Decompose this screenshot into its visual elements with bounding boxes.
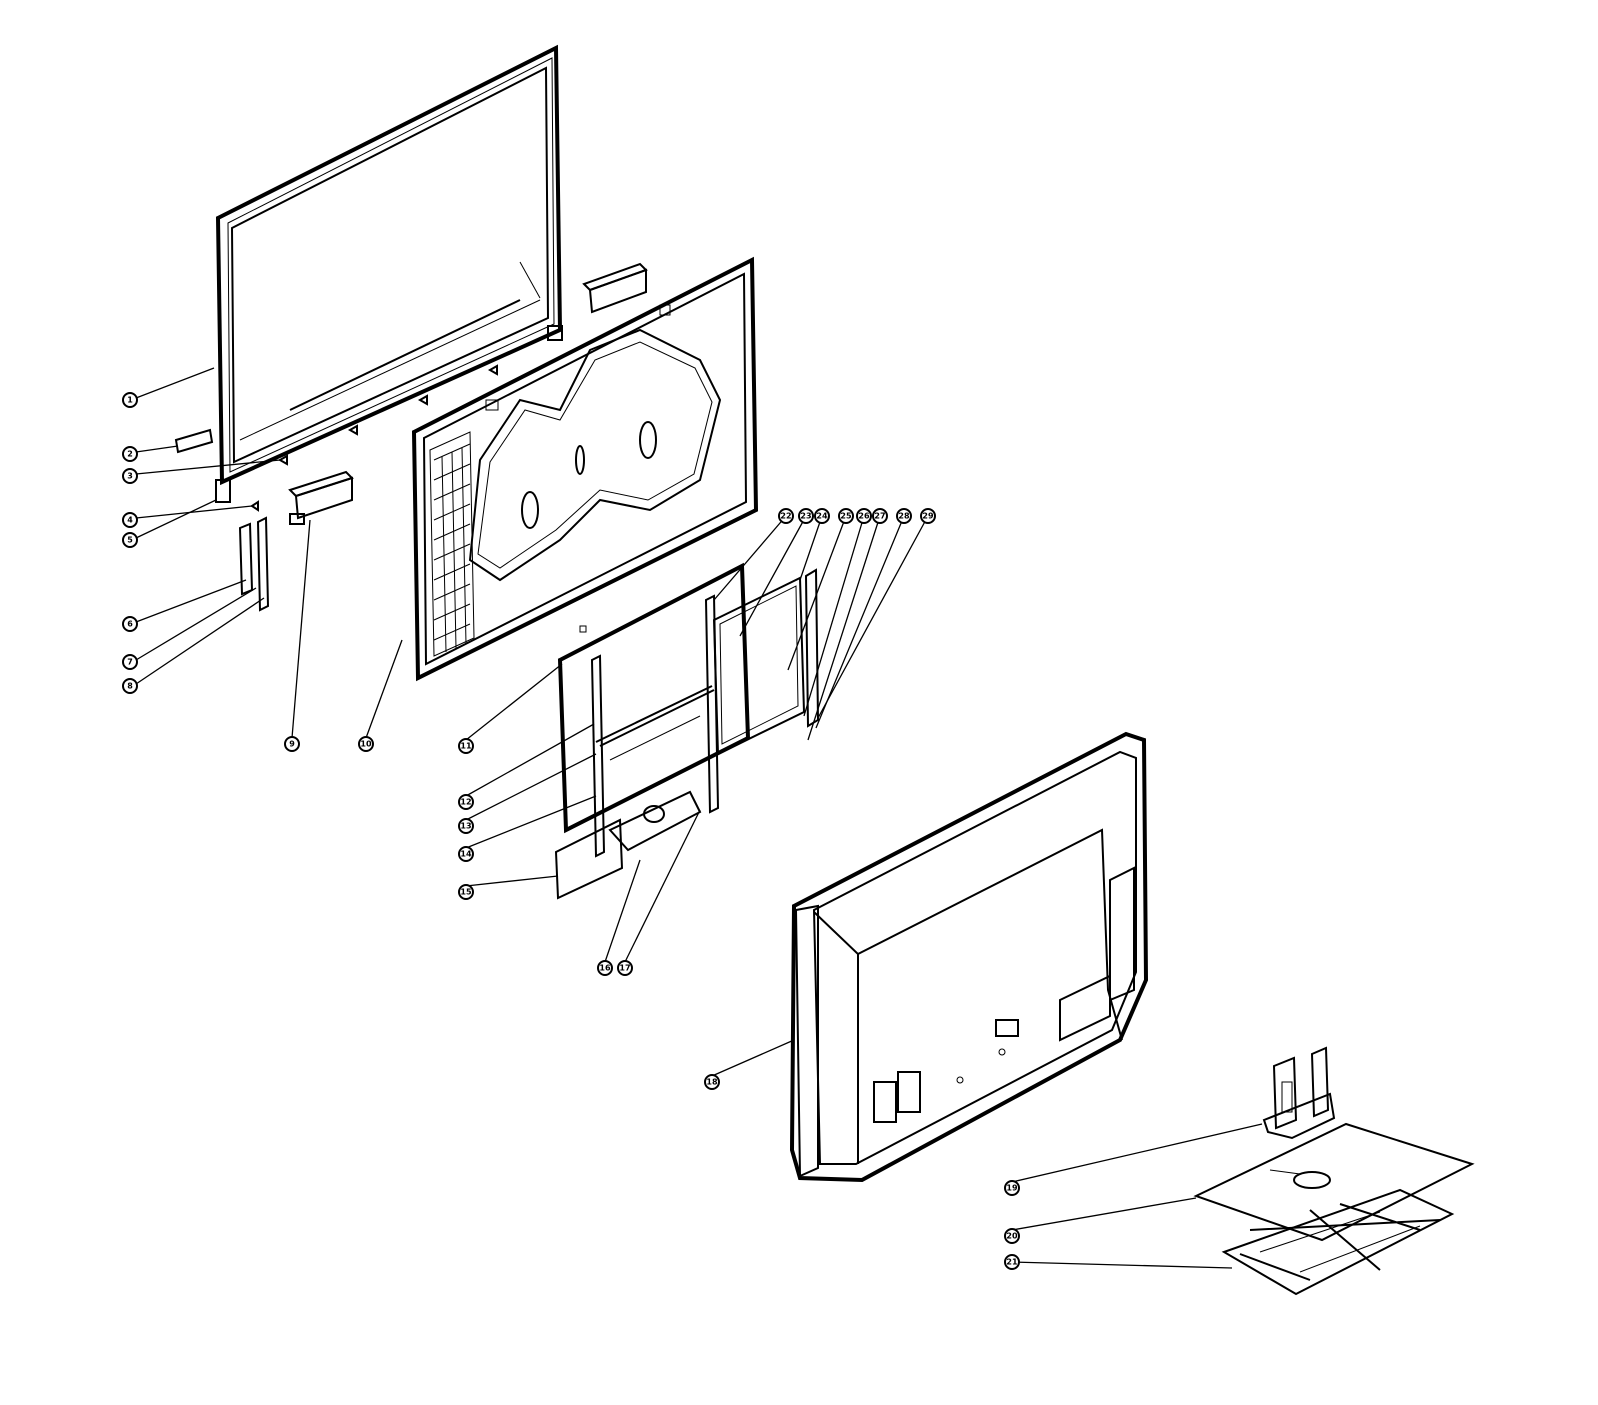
callout-label: 26 (858, 512, 870, 521)
callout-label: 3 (127, 472, 133, 481)
callout-label: 2 (127, 450, 133, 459)
callout-25: 25 (838, 508, 854, 524)
stand-base (1221, 1188, 1455, 1296)
chassis-frame (554, 562, 820, 900)
callout-4: 4 (122, 512, 138, 528)
callout-3: 3 (122, 468, 138, 484)
callout-8: 8 (122, 678, 138, 694)
callout-label: 27 (874, 512, 885, 521)
callout-label: 23 (800, 512, 811, 521)
callout-22: 22 (778, 508, 794, 524)
callout-15: 15 (458, 884, 474, 900)
callout-10: 10 (358, 736, 374, 752)
callout-label: 5 (127, 536, 133, 545)
callout-label: 22 (780, 512, 791, 521)
lcd-panel (411, 256, 759, 682)
callout-24: 24 (814, 508, 830, 524)
front-bezel (215, 44, 563, 503)
callout-13: 13 (458, 818, 474, 834)
callout-12: 12 (458, 794, 474, 810)
callout-5: 5 (122, 532, 138, 548)
callout-label: 7 (127, 658, 133, 667)
callout-label: 13 (460, 822, 471, 831)
side-brackets (238, 516, 270, 612)
callout-label: 8 (127, 682, 133, 691)
callout-label: 1 (127, 396, 133, 405)
callout-1: 1 (122, 392, 138, 408)
callout-6: 6 (122, 616, 138, 632)
callout-27: 27 (872, 508, 888, 524)
back-cover (789, 731, 1149, 1183)
callout-21: 21 (1004, 1254, 1020, 1270)
callout-17: 17 (617, 960, 633, 976)
callout-label: 17 (619, 964, 630, 973)
ir-board (174, 428, 214, 454)
callout-label: 4 (127, 516, 133, 525)
callout-23: 23 (798, 508, 814, 524)
callout-label: 24 (816, 512, 828, 521)
screw-4 (250, 500, 259, 512)
stand-neck (1262, 1046, 1336, 1140)
callout-label: 21 (1006, 1258, 1018, 1267)
speaker-right (582, 262, 648, 314)
callout-11: 11 (458, 738, 474, 754)
stand-cover (1193, 1122, 1475, 1242)
callout-label: 20 (1006, 1232, 1018, 1241)
leader-lines (135, 367, 1263, 1269)
callout-label: 16 (599, 964, 611, 973)
callout-label: 18 (706, 1078, 718, 1087)
callout-29: 29 (920, 508, 936, 524)
callout-7: 7 (122, 654, 138, 670)
callout-26: 26 (856, 508, 872, 524)
speaker-left (288, 470, 354, 525)
callout-20: 20 (1004, 1228, 1020, 1244)
callout-28: 28 (896, 508, 912, 524)
callout-label: 28 (898, 512, 910, 521)
callout-2: 2 (122, 446, 138, 462)
callout-label: 29 (922, 512, 934, 521)
callout-label: 19 (1006, 1184, 1018, 1193)
callout-19: 19 (1004, 1180, 1020, 1196)
bezel-screws (277, 364, 498, 466)
callout-label: 11 (460, 742, 472, 751)
callout-label: 25 (840, 512, 852, 521)
callout-9: 9 (284, 736, 300, 752)
callout-label: 10 (360, 740, 372, 749)
callout-label: 14 (460, 850, 472, 859)
callout-label: 12 (460, 798, 471, 807)
callout-18: 18 (704, 1074, 720, 1090)
callout-14: 14 (458, 846, 474, 862)
callout-16: 16 (597, 960, 613, 976)
callout-label: 9 (289, 740, 295, 749)
callout-label: 15 (460, 888, 472, 897)
callout-label: 6 (127, 620, 133, 629)
